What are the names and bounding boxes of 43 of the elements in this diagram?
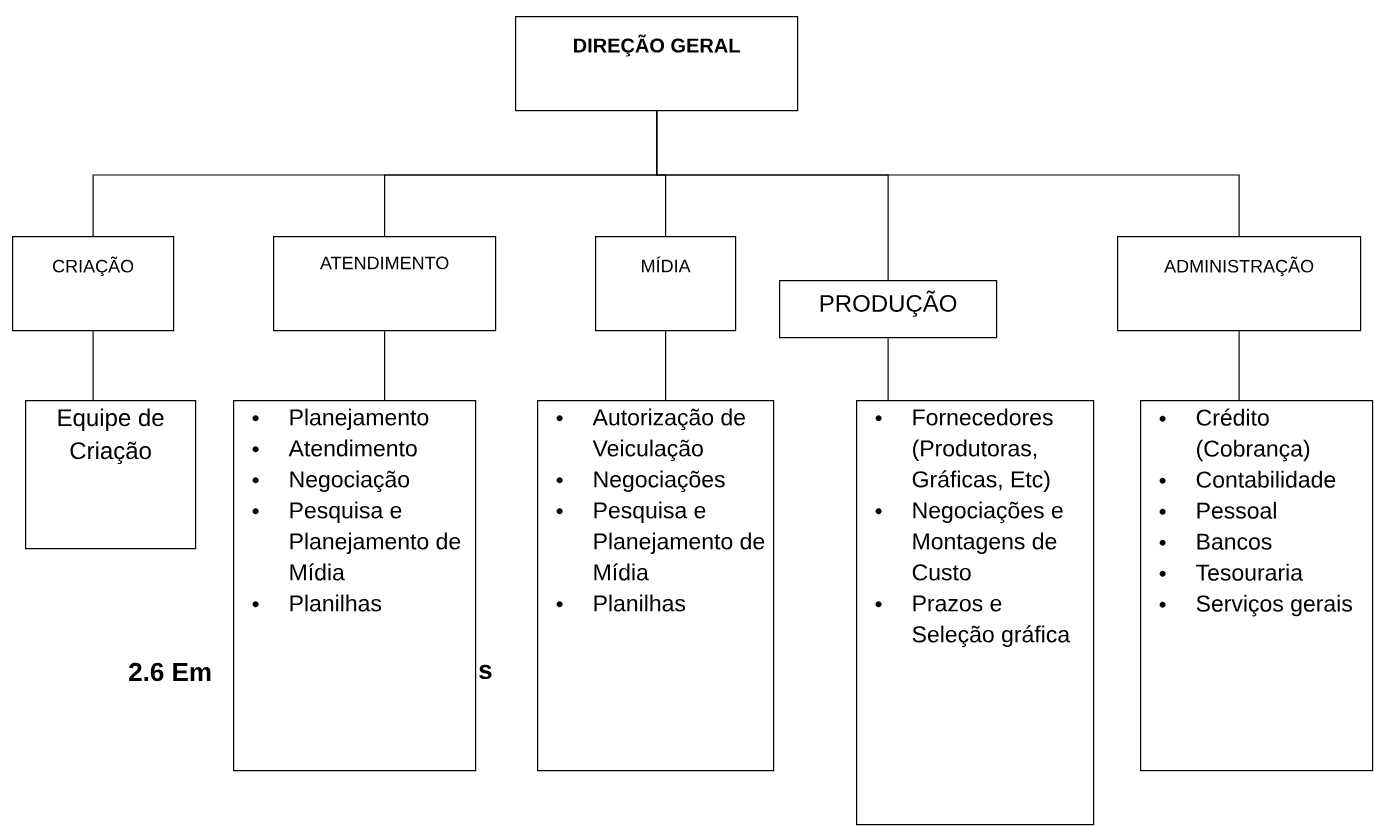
list-item: Crédito (Cobrança) [1159, 408, 1310, 462]
department-box [595, 236, 737, 332]
connector-line [656, 110, 1240, 237]
list-box [1140, 400, 1374, 772]
list-item: Negociação [252, 470, 410, 493]
department-box [779, 280, 998, 339]
box-label: Equipe de Criação [58, 408, 164, 465]
list-item: Autorização de Veiculação [556, 408, 745, 462]
connector-line [1238, 330, 1240, 401]
list-item: Pesquisa e Planejamento de Mídia [252, 501, 461, 581]
connector-line [887, 337, 889, 401]
box-label: DIREÇÃO GERAL [574, 34, 740, 57]
list-item: Serviços gerais [1159, 594, 1352, 617]
department-box [515, 16, 799, 112]
department-box [25, 400, 197, 550]
list-item: Pessoal [1159, 501, 1276, 519]
box-label: PRODUÇÃO [820, 290, 957, 317]
list-item: Planilhas [252, 594, 382, 612]
box-label: ATENDIMENTO [319, 256, 449, 270]
list-item: Fornecedores (Produtoras, Gráficas, Etc) [875, 408, 1053, 493]
department-box [1117, 236, 1362, 332]
list-item: Pesquisa e Planejamento de Mídia [556, 501, 765, 581]
list-item: Bancos [1159, 533, 1272, 550]
box-label: CRIAÇÃO [53, 256, 134, 277]
connector-line [665, 330, 667, 401]
box-label: MÍDIA [642, 256, 691, 273]
department-box [12, 236, 175, 332]
list-item: Prazos e Seleção gráfica [875, 595, 1071, 648]
department-box [273, 236, 497, 332]
list-item: Atendimento [252, 439, 417, 457]
list-item: Negociações [556, 470, 725, 493]
list-item: Contabilidade [1159, 470, 1336, 488]
box-label: ADMINISTRAÇÃO [1164, 256, 1314, 277]
connector-line [384, 330, 386, 401]
list-item: Planejamento [252, 408, 429, 431]
list-item: Tesouraria [1159, 563, 1303, 581]
list-item: Negociações e Montagens de Custo [875, 501, 1063, 581]
list-box [537, 400, 775, 772]
list-box [856, 400, 1095, 826]
connector-line [92, 330, 94, 401]
list-item: Planilhas [556, 594, 686, 612]
heading-text: s [479, 664, 492, 680]
list-box [233, 400, 477, 772]
